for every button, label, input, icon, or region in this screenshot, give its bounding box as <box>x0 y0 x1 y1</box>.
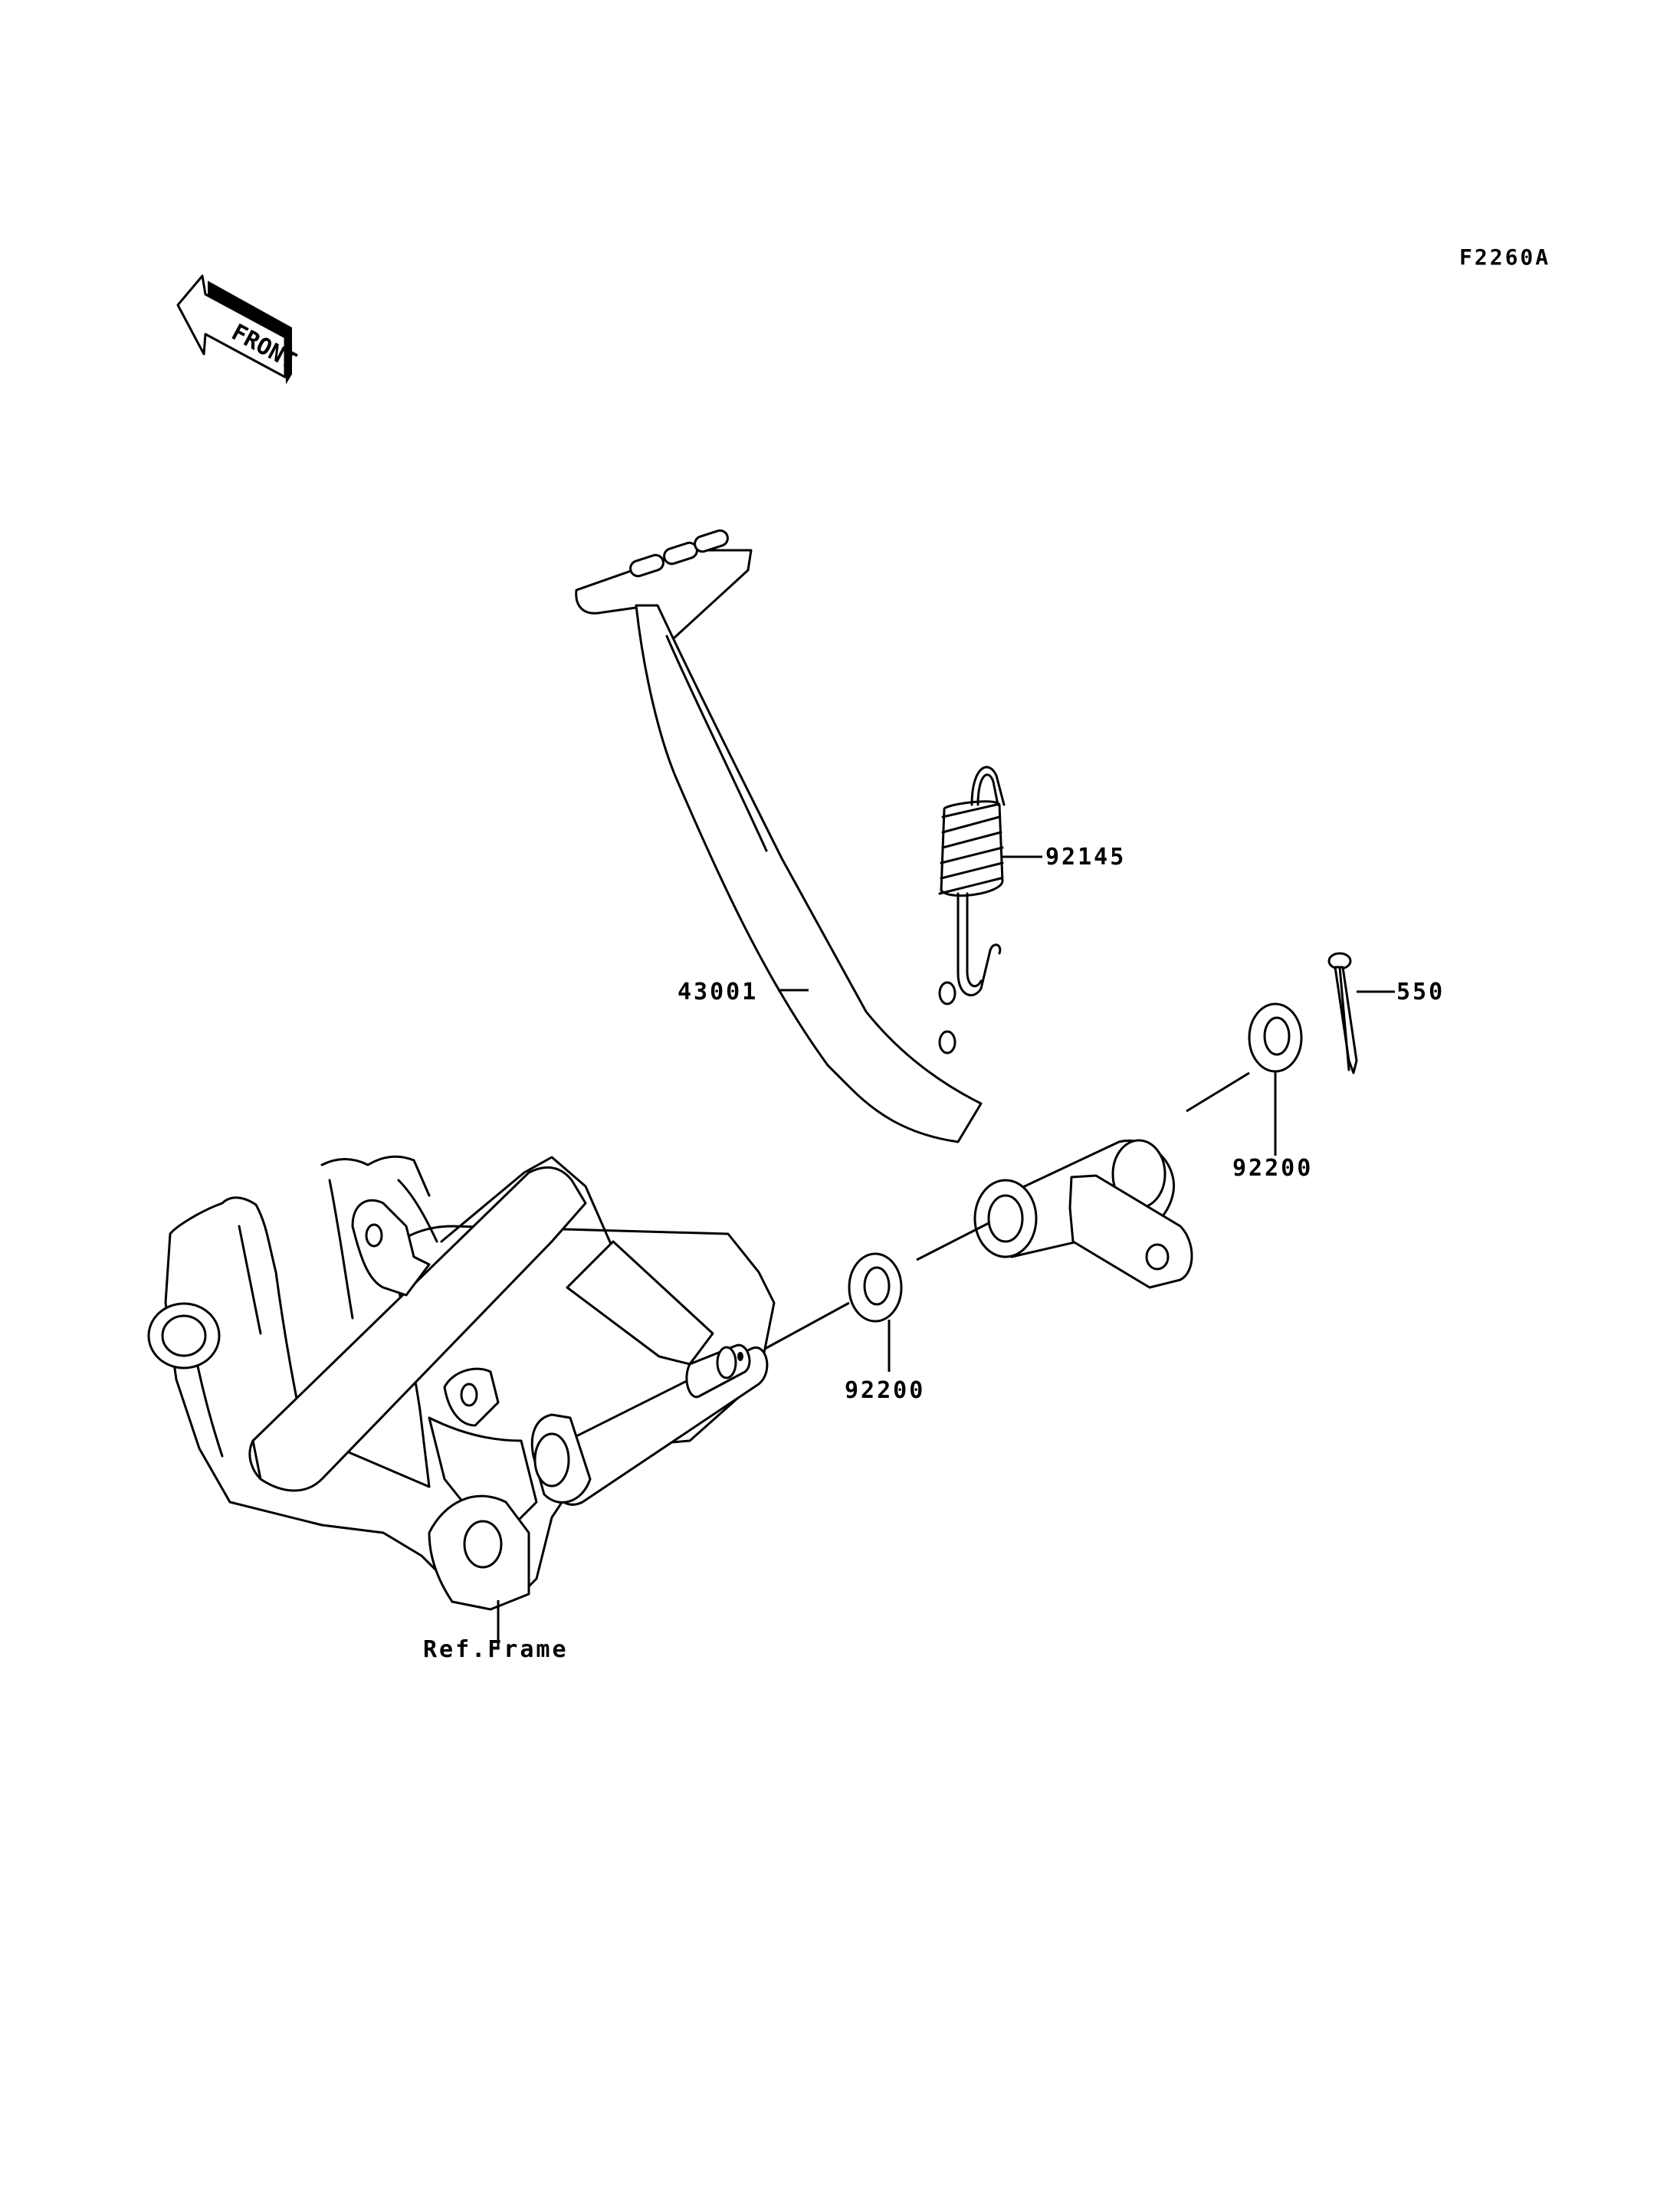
return-spring-drawing <box>938 766 1042 997</box>
part-number-92200-left: 92200 <box>845 1377 926 1404</box>
part-number-43001: 43001 <box>678 979 759 1005</box>
cotter-pin-drawing <box>1327 952 1395 1074</box>
brake-pedal-drawing <box>575 529 1193 1289</box>
part-number-92200-right: 92200 <box>1232 1155 1314 1182</box>
diagram-code: F2260A <box>1459 244 1551 270</box>
washer-right-drawing <box>1186 1002 1303 1156</box>
washer-left-drawing <box>764 1222 989 1372</box>
part-number-550: 550 <box>1396 979 1445 1005</box>
front-arrow-icon: FRONT <box>176 274 300 385</box>
frame-drawing <box>147 1155 776 1648</box>
ref-frame-label: Ref.Frame <box>423 1636 569 1663</box>
part-number-92145: 92145 <box>1045 844 1127 871</box>
